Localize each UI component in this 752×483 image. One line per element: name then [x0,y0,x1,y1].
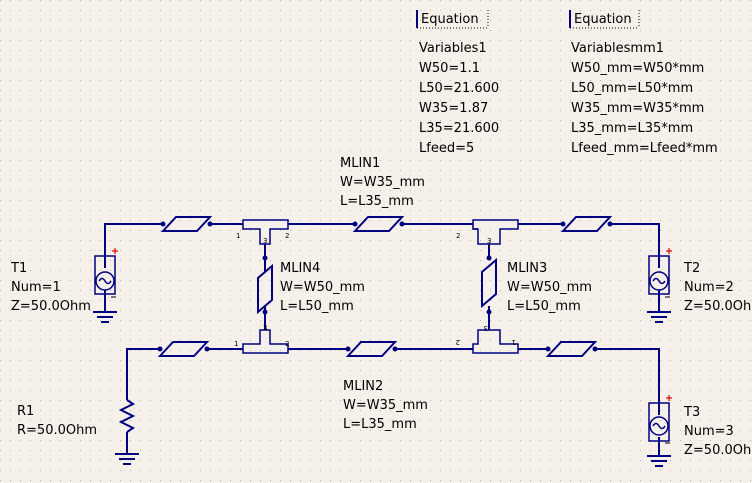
component-param: W=W35_mm [340,175,425,190]
component-param: Z=50.0Ohm [684,443,752,458]
equation-line: W50_mm=W50*mm [571,61,704,76]
mlin1-symbol[interactable] [352,216,405,232]
component-param: Z=50.0Ohm [11,299,91,314]
equation-line: L35_mm=L35*mm [571,121,693,136]
component-name: T3 [683,405,700,420]
mlin2-label: MLIN2 W=W35_mm L=L35_mm [343,379,428,432]
svg-text:1: 1 [512,338,516,346]
svg-text:2: 2 [285,340,289,348]
equation-line: L35=21.600 [419,121,499,136]
tee-junction-bottom-left[interactable]: 1 2 3 [234,324,289,354]
mlin4-label: MLIN4 W=W50_mm L=L50_mm [280,261,365,314]
mlin-symbol[interactable] [545,341,598,357]
component-param: W=W50_mm [507,280,592,295]
svg-text:2: 2 [456,338,460,346]
component-name: MLIN1 [340,156,380,171]
component-name: MLIN3 [507,261,547,276]
svg-text:1: 1 [236,232,240,240]
t2-label: T2 Num=2 Z=50.0Ohm [683,261,752,314]
mlin3-symbol[interactable] [481,257,497,312]
component-param: Num=2 [684,280,734,295]
t3-label: T3 Num=3 Z=50.0Ohm [683,405,752,458]
wires [104,223,660,393]
junction-dots [157,221,613,352]
component-name: T2 [683,261,700,276]
equation-block-variablesmm1[interactable]: Equation Variablesmm1 W50_mm=W50*mm L50_… [569,10,718,156]
equation-line: Lfeed_mm=Lfeed*mm [571,141,718,156]
t1-label: T1 Num=1 Z=50.0Ohm [10,261,91,314]
resistor-r1-symbol[interactable] [115,393,139,465]
mlin2-symbol[interactable] [345,341,398,357]
component-param: W=W35_mm [343,398,428,413]
component-param: L=L35_mm [343,417,417,432]
svg-text:3: 3 [487,237,491,245]
tee-junction-top-left[interactable]: 1 2 3 [236,219,289,245]
equation-header: Equation [421,12,479,27]
equation-line: W35=1.87 [419,101,488,116]
component-param: W=W50_mm [280,280,365,295]
component-param: R=50.0Ohm [17,423,97,438]
component-name: MLIN2 [343,379,383,394]
mlin4-symbol[interactable] [257,258,273,315]
component-param: L=L50_mm [280,299,354,314]
svg-text:2: 2 [285,232,289,240]
port-t2-symbol[interactable] [647,246,672,323]
component-param: Num=3 [684,424,734,439]
mlin-symbol[interactable] [160,216,213,232]
mlin1-label: MLIN1 W=W35_mm L=L35_mm [340,156,425,209]
component-name: R1 [17,404,34,419]
equation-name: Variablesmm1 [571,41,664,56]
mlin-symbol[interactable] [157,341,210,357]
component-name: MLIN4 [280,261,320,276]
port-t1-symbol[interactable] [93,246,118,323]
tee-junction-top-right[interactable]: 2 3 [456,219,519,245]
mlin-symbol[interactable] [560,216,613,232]
svg-text:2: 2 [456,232,460,240]
svg-text:3: 3 [484,324,488,332]
svg-text:3: 3 [263,324,267,332]
component-param: L=L50_mm [507,299,581,314]
r1-label: R1 R=50.0Ohm [17,404,97,438]
svg-text:3: 3 [263,237,267,245]
equation-name: Variables1 [419,41,487,56]
equation-line: L50_mm=L50*mm [571,81,693,96]
equation-line: W35_mm=W35*mm [571,101,704,116]
component-param: L=L35_mm [340,194,414,209]
equation-line: Lfeed=5 [419,141,474,156]
equation-line: L50=21.600 [419,81,499,96]
component-param: Num=1 [11,280,61,295]
component-name: T1 [10,261,27,276]
equation-block-variables1[interactable]: Equation Variables1 W50=1.1 L50=21.600 W… [416,10,499,156]
equation-header: Equation [574,12,632,27]
equation-line: W50=1.1 [419,61,480,76]
tee-junction-bottom-right[interactable]: 2 1 3 [456,324,519,354]
component-param: Z=50.0Ohm [684,299,752,314]
port-t3-symbol[interactable] [647,393,672,467]
svg-text:1: 1 [234,340,238,348]
mlin3-label: MLIN3 W=W50_mm L=L50_mm [507,261,592,314]
